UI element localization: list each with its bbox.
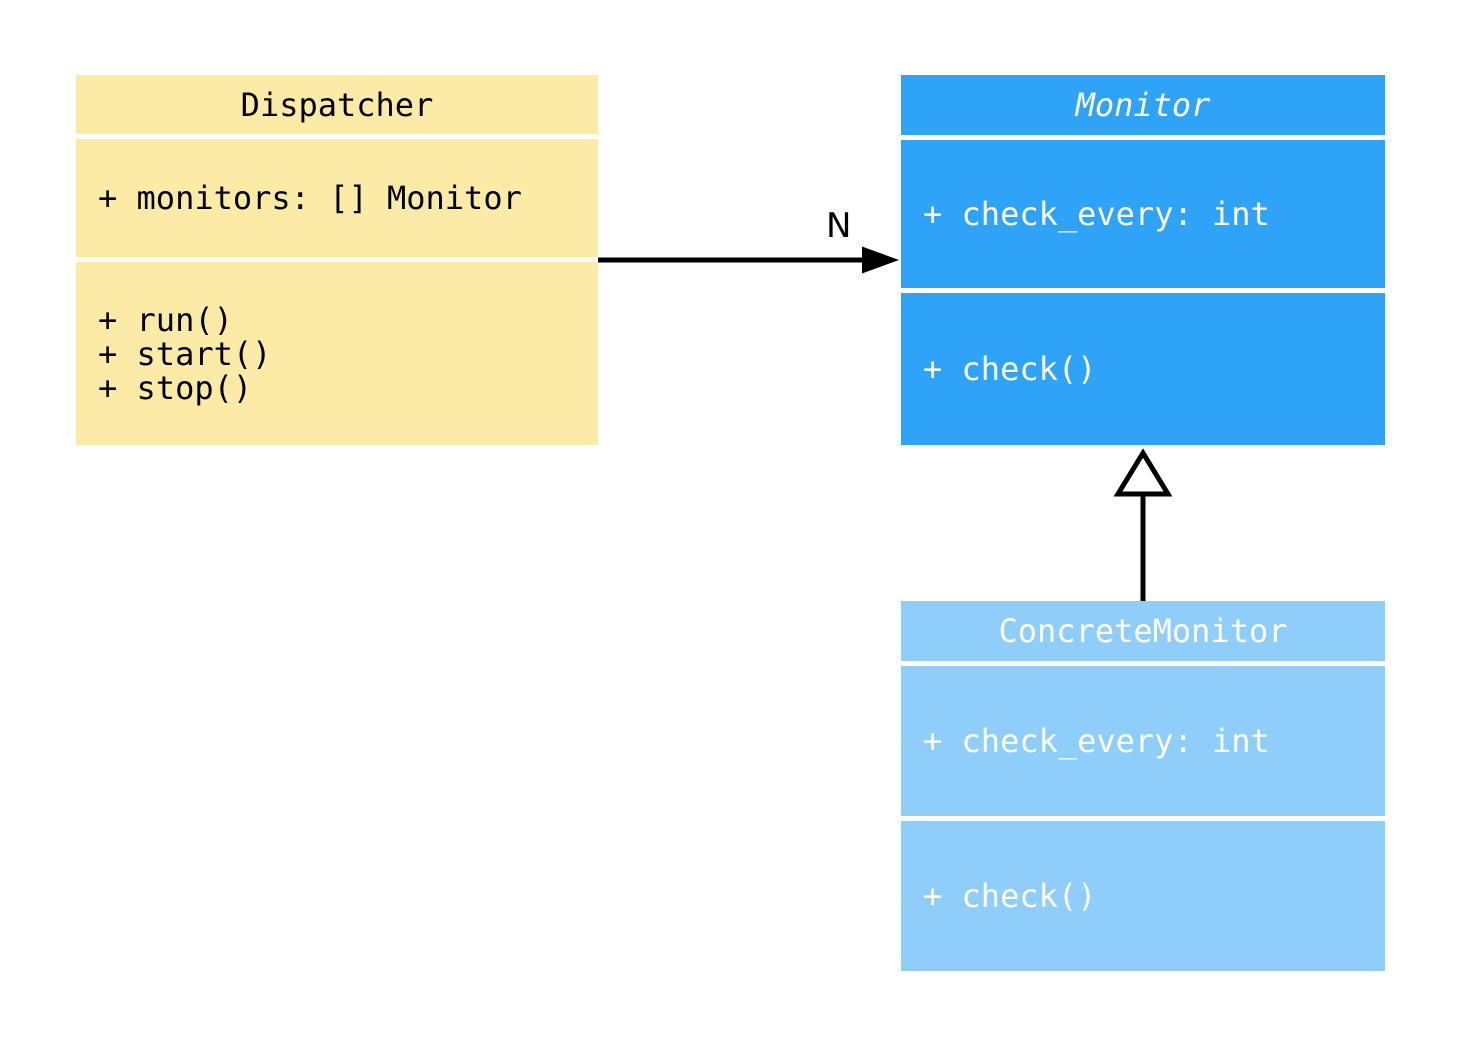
- association-multiplicity-label: N: [826, 206, 852, 246]
- filled-arrowhead-icon: [862, 246, 899, 274]
- method-line: + check(): [923, 350, 1097, 388]
- method-line: + check(): [923, 877, 1097, 915]
- method-line: + stop(): [98, 368, 253, 407]
- attribute-line: + check_every: int: [923, 722, 1270, 760]
- class-attributes-monitor: + check_every: int: [901, 140, 1385, 288]
- hollow-triangle-arrowhead-icon: [1113, 448, 1173, 497]
- class-title-concrete-monitor: ConcreteMonitor: [901, 601, 1385, 661]
- association-arrow-dispatcher-monitor: [598, 246, 899, 274]
- class-attributes-dispatcher: + monitors: [] Monitor: [76, 139, 598, 257]
- inheritance-arrow-concrete-monitor-monitor: [1113, 448, 1173, 601]
- class-methods-monitor: + check(): [901, 293, 1385, 445]
- attribute-line: + check_every: int: [923, 195, 1270, 233]
- class-box-monitor: Monitor + check_every: int + check(): [901, 75, 1385, 445]
- class-title-dispatcher: Dispatcher: [76, 75, 598, 134]
- class-box-concrete-monitor: ConcreteMonitor + check_every: int + che…: [901, 601, 1385, 971]
- class-methods-dispatcher: + run() + start() + stop(): [76, 262, 598, 445]
- class-methods-concrete-monitor: + check(): [901, 821, 1385, 971]
- class-attributes-concrete-monitor: + check_every: int: [901, 666, 1385, 816]
- method-line: + run(): [98, 300, 233, 339]
- method-line: + start(): [98, 334, 272, 373]
- class-box-dispatcher: Dispatcher + monitors: [] Monitor + run(…: [76, 75, 598, 445]
- class-title-monitor: Monitor: [901, 75, 1385, 135]
- attribute-line: + monitors: [] Monitor: [98, 179, 522, 217]
